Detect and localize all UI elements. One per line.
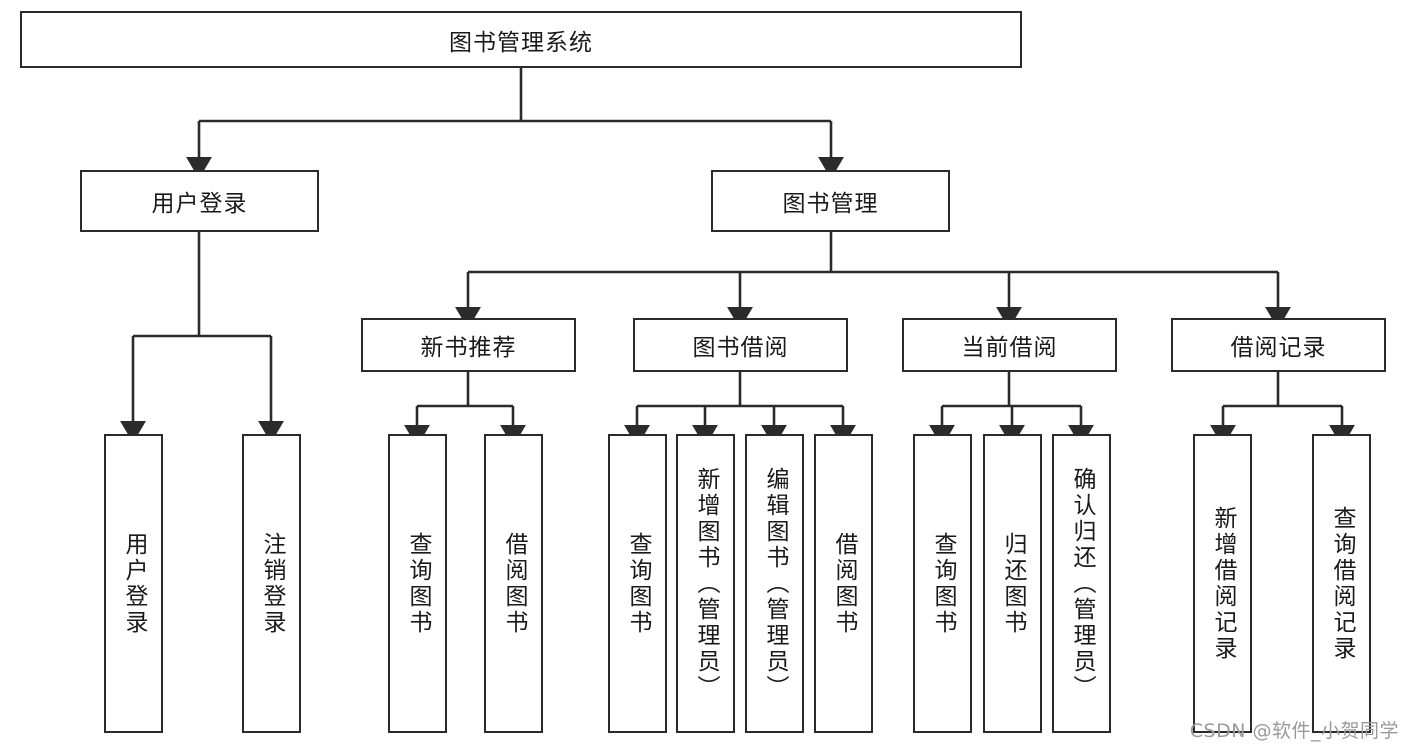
node-user-login[interactable]: 用户登录 [80, 170, 319, 232]
leaf-borrow-add-book[interactable]: 新增图书（管理员） [676, 434, 735, 733]
node-user-login-label: 用户登录 [151, 191, 248, 217]
node-current-borrow[interactable]: 当前借阅 [902, 318, 1117, 372]
leaf-user-login[interactable]: 用户登录 [104, 434, 163, 733]
node-new-book-recommend-label: 新书推荐 [420, 335, 517, 361]
leaf-borrow-query-book-label: 查询图书 [625, 531, 651, 636]
leaf-logout[interactable]: 注销登录 [242, 434, 301, 733]
leaf-current-confirm-return[interactable]: 确认归还（管理员） [1052, 434, 1111, 733]
leaf-borrow-borrow-book-label: 借阅图书 [831, 531, 857, 636]
leaf-borrow-edit-book-label: 编辑图书（管理员） [762, 466, 788, 701]
leaf-current-confirm-return-label: 确认归还（管理员） [1069, 466, 1095, 701]
watermark-text: CSDN @软件_小贺同学 [1189, 720, 1399, 742]
node-book-borrow[interactable]: 图书借阅 [633, 318, 848, 372]
node-borrow-record[interactable]: 借阅记录 [1171, 318, 1386, 372]
node-root[interactable]: 图书管理系统 [20, 11, 1022, 68]
leaf-borrow-add-book-label: 新增图书（管理员） [693, 466, 719, 701]
leaf-user-login-label: 用户登录 [121, 531, 147, 636]
node-book-management-label: 图书管理 [782, 191, 879, 217]
leaf-current-return-book-label: 归还图书 [1000, 531, 1026, 636]
leaf-borrow-edit-book[interactable]: 编辑图书（管理员） [745, 434, 804, 733]
leaf-current-query-book[interactable]: 查询图书 [913, 434, 972, 733]
leaf-record-add[interactable]: 新增借阅记录 [1193, 434, 1252, 733]
leaf-logout-label: 注销登录 [259, 531, 285, 636]
leaf-current-query-book-label: 查询图书 [930, 531, 956, 636]
node-current-borrow-label: 当前借阅 [961, 335, 1058, 361]
leaf-record-add-label: 新增借阅记录 [1210, 505, 1236, 662]
leaf-current-return-book[interactable]: 归还图书 [983, 434, 1042, 733]
leaf-record-query[interactable]: 查询借阅记录 [1312, 434, 1371, 733]
node-borrow-record-label: 借阅记录 [1230, 335, 1327, 361]
node-new-book-recommend[interactable]: 新书推荐 [361, 318, 576, 372]
leaf-record-query-label: 查询借阅记录 [1329, 505, 1355, 662]
leaf-newbook-borrow-book[interactable]: 借阅图书 [484, 434, 543, 733]
leaf-borrow-query-book[interactable]: 查询图书 [608, 434, 667, 733]
leaf-newbook-borrow-book-label: 借阅图书 [501, 531, 527, 636]
leaf-newbook-query-book[interactable]: 查询图书 [388, 434, 447, 733]
leaf-borrow-borrow-book[interactable]: 借阅图书 [814, 434, 873, 733]
node-book-borrow-label: 图书借阅 [692, 335, 789, 361]
node-root-label: 图书管理系统 [449, 29, 593, 56]
node-book-management[interactable]: 图书管理 [711, 170, 950, 232]
leaf-newbook-query-book-label: 查询图书 [405, 531, 431, 636]
